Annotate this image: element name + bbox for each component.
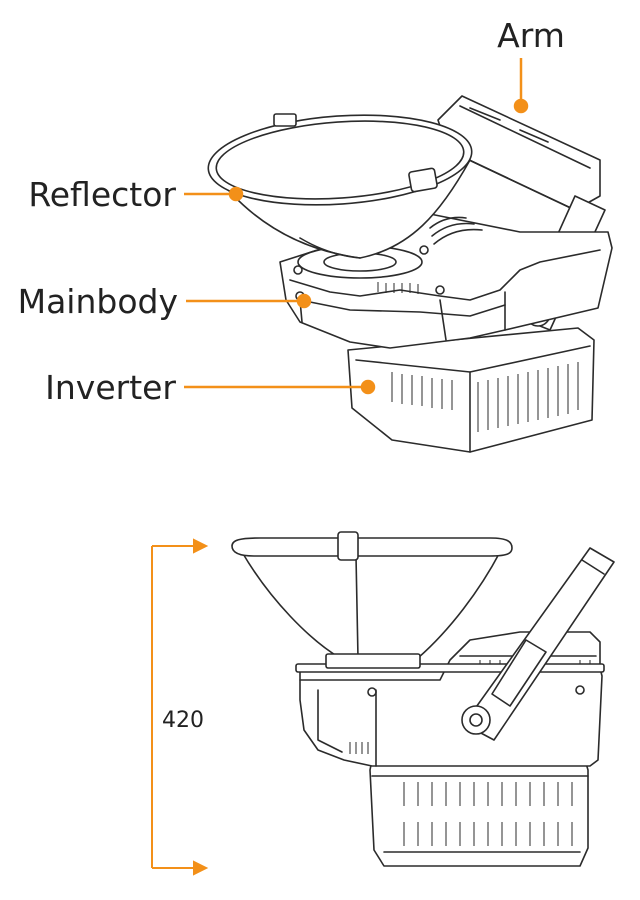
arm-leader-dot (513, 98, 529, 114)
reflector (207, 113, 473, 259)
side-arm (461, 547, 615, 741)
reflector-leader-dot (228, 186, 244, 202)
dimension-arrow-bottom (193, 860, 209, 876)
inverter-label: Inverter (45, 368, 176, 407)
arm-label: Arm (497, 16, 565, 55)
leaders (184, 58, 529, 395)
side-reflector (231, 531, 513, 669)
side-view-drawing (231, 531, 615, 867)
dimension-arrow-top (193, 538, 209, 554)
mainbody-vents (377, 282, 419, 294)
mainbody-leader-dot (296, 293, 312, 309)
inverter-box (347, 327, 595, 453)
inverter-fins-front (391, 362, 579, 432)
height-dimension (151, 538, 209, 876)
side-inverter (369, 759, 589, 867)
side-inverter-fins-top (403, 782, 573, 806)
inverter-leader-dot (360, 379, 376, 395)
reflector-label: Reflector (28, 175, 176, 214)
mainbody-ribs (429, 216, 483, 245)
isometric-fixture-drawing (207, 95, 613, 453)
side-inverter-fins-bottom (403, 822, 573, 846)
height-value: 420 (162, 708, 204, 733)
mainbody-label: Mainbody (18, 282, 178, 321)
